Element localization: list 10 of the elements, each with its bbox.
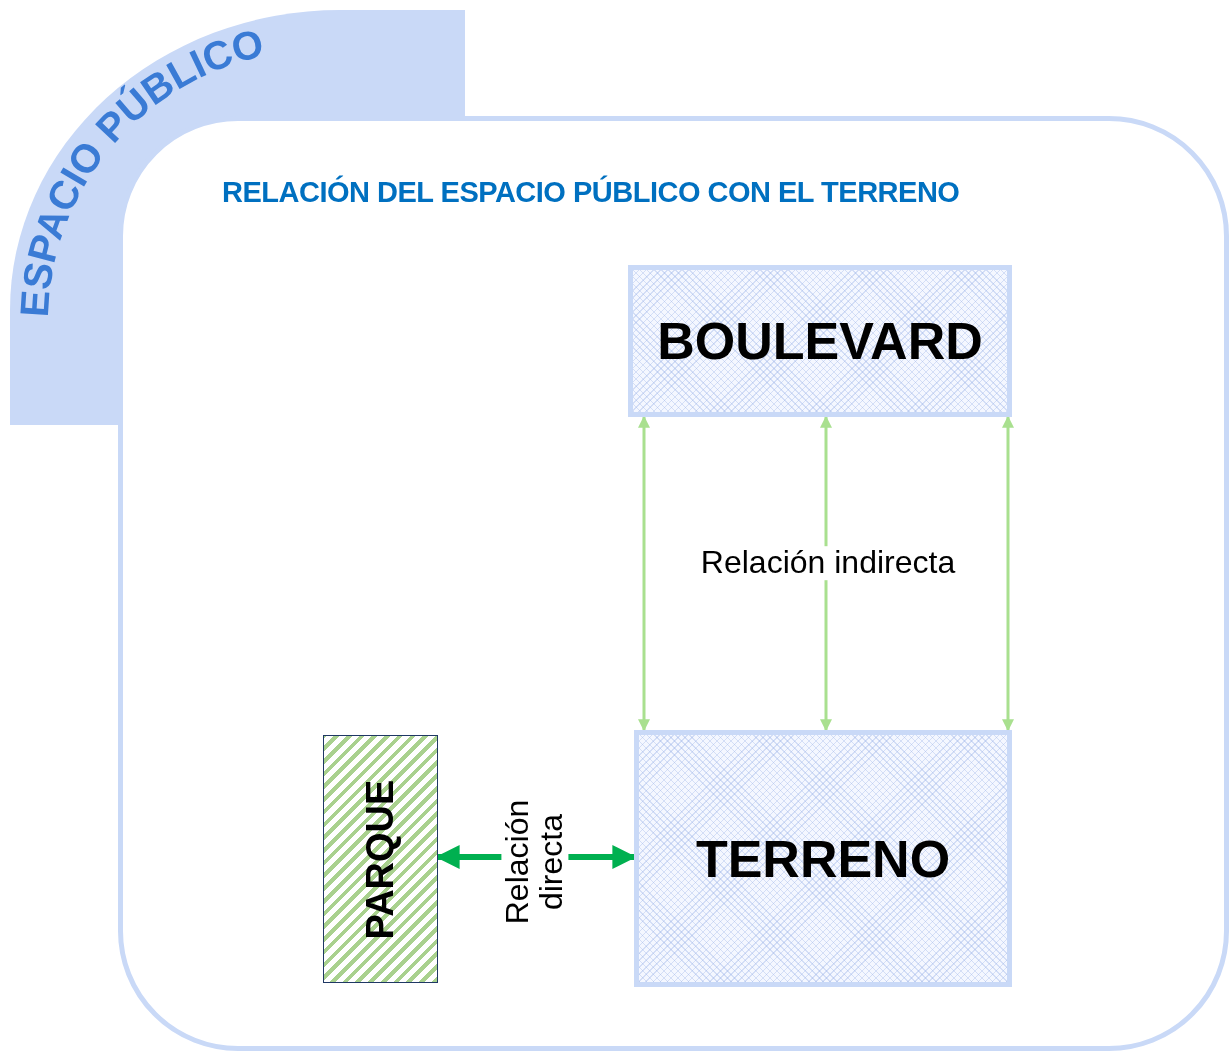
hatched-box: [323, 735, 438, 983]
box-label: TERRENO: [695, 828, 951, 889]
double-arrow: [638, 415, 650, 732]
double-arrow: [1002, 415, 1014, 732]
pattern-box: [628, 265, 1012, 417]
double-arrow: [820, 415, 832, 732]
pattern-box: [634, 730, 1012, 987]
diagram-title: RELACIÓN DEL ESPACIO PÚBLICO CON EL TERRENO: [222, 176, 960, 209]
box-label: PARQUE: [359, 779, 402, 939]
box-label: BOULEVARD: [657, 311, 983, 371]
